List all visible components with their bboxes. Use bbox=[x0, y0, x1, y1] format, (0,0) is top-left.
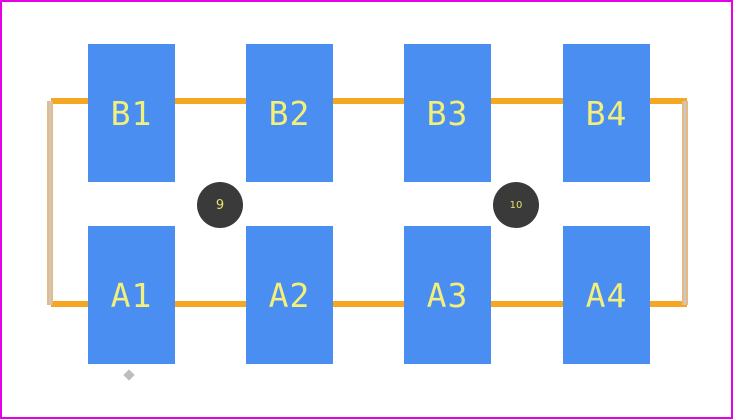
pad-label: B2 bbox=[268, 94, 311, 133]
via-label: 10 bbox=[509, 199, 523, 211]
pad-label: A1 bbox=[110, 276, 153, 315]
silkscreen-bottom-line bbox=[51, 301, 687, 307]
pad-label: B4 bbox=[585, 94, 628, 133]
pad-a1[interactable]: A1 bbox=[88, 226, 175, 364]
pin-one-marker bbox=[123, 369, 135, 381]
pad-b3[interactable]: B3 bbox=[404, 44, 491, 182]
via-label: 9 bbox=[215, 197, 225, 213]
pad-b2[interactable]: B2 bbox=[246, 44, 333, 182]
silkscreen-left-edge bbox=[47, 101, 53, 305]
pad-label: A4 bbox=[585, 276, 628, 315]
pad-label: B3 bbox=[426, 94, 469, 133]
via-9[interactable]: 9 bbox=[197, 182, 243, 228]
pad-b1[interactable]: B1 bbox=[88, 44, 175, 182]
silkscreen-top-line bbox=[51, 98, 687, 104]
pad-label: A2 bbox=[268, 276, 311, 315]
silkscreen-right-edge bbox=[682, 101, 688, 305]
pad-a4[interactable]: A4 bbox=[563, 226, 650, 364]
pad-label: A3 bbox=[426, 276, 469, 315]
pad-b4[interactable]: B4 bbox=[563, 44, 650, 182]
pad-a3[interactable]: A3 bbox=[404, 226, 491, 364]
pad-label: B1 bbox=[110, 94, 153, 133]
pad-a2[interactable]: A2 bbox=[246, 226, 333, 364]
via-10[interactable]: 10 bbox=[493, 182, 539, 228]
